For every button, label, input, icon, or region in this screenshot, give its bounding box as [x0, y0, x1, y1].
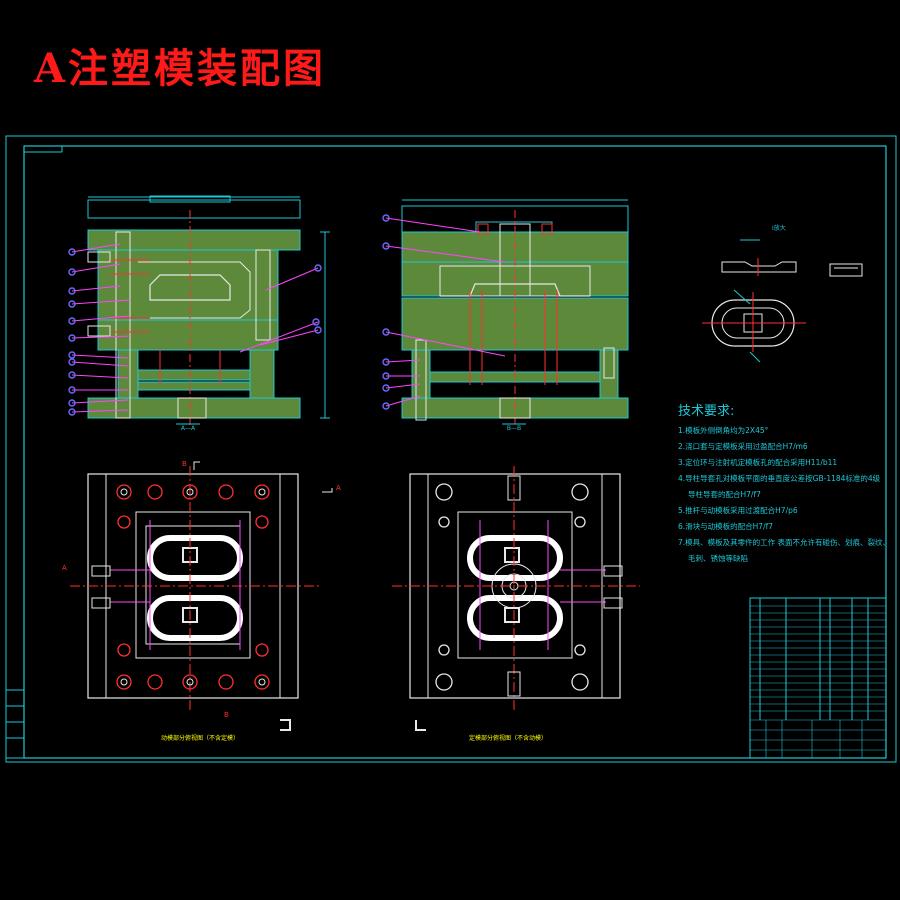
- section-label-a-a: A—A: [181, 425, 196, 432]
- drawing-title: A注塑模装配图: [34, 45, 327, 92]
- section-view-a-a: [87, 195, 330, 425]
- tech-req-item: 6.滑块与动模板的配合H7/f7: [678, 521, 773, 531]
- technical-requirements: 技术要求: 1.模板外侧倒角均为2X45° 2.浇口套与定模板采用过盈配合H7/…: [678, 404, 890, 563]
- detail-label: I放大: [772, 224, 786, 232]
- tech-req-item: 5.推杆与动模板采用过渡配合H7/p6: [678, 505, 798, 515]
- title-block: [749, 597, 887, 759]
- tech-req-item: 2.浇口套与定模板采用过盈配合H7/m6: [678, 441, 808, 451]
- tech-req-item: 毛刺、锈蚀等缺陷: [688, 553, 748, 563]
- plan-label-b-top: B: [182, 460, 187, 468]
- plan-label-a-right: A: [336, 484, 341, 492]
- tech-req-item: 3.定位环与注射机定模板孔的配合采用H11/b11: [678, 457, 837, 467]
- plan-view-fixed-half: [392, 466, 640, 731]
- section-label-b-b: B—B: [507, 425, 521, 432]
- section-view-b-b: [401, 199, 629, 424]
- caption-left-view: 动模部分俯视图（不含定模）: [161, 734, 239, 742]
- tech-req-item: 4.导柱导套孔对模板平面的垂直度公差按GB-1184标准的4级: [678, 473, 881, 483]
- plan-label-a-left: A: [62, 564, 67, 572]
- tech-req-heading: 技术要求:: [678, 404, 734, 419]
- caption-right-view: 定模部分俯视图（不含动模）: [469, 734, 547, 742]
- tech-req-item: 1.模板外侧倒角均为2X45°: [678, 425, 769, 435]
- tech-req-item: 7.模具、模板及其零件的工作 表面不允许有碰伤、划痕、裂纹、: [678, 537, 890, 547]
- drawing-frame: [5, 135, 897, 763]
- section-b-b-leaders: [382, 214, 506, 410]
- detail-view: [702, 239, 863, 363]
- tech-req-item: 导柱导套的配合H7/f7: [688, 489, 761, 499]
- plan-view-moving-half: [70, 461, 333, 731]
- plan-label-b-bottom: B: [224, 711, 229, 719]
- section-a-a-leaders: [68, 243, 322, 416]
